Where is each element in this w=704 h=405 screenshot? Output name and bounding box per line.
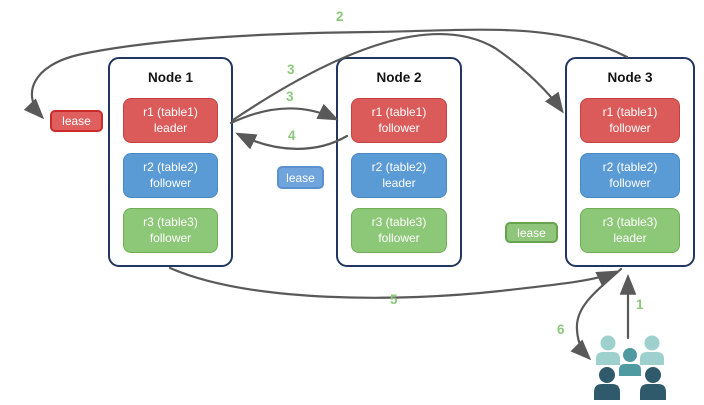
- replica-label: r3 (table3): [143, 214, 198, 229]
- replica-label: r1 (table1): [602, 104, 658, 119]
- step-label-6: 6: [557, 322, 565, 337]
- node-1-title: Node 1: [147, 70, 193, 85]
- step-label-4: 4: [288, 128, 296, 143]
- node-2-replica-r2: r2 (table2) leader: [351, 153, 447, 198]
- replica-label: r2 (table2): [143, 159, 198, 174]
- replica-role: follower: [378, 230, 420, 245]
- node-3-replica-r2: r2 (table2) follower: [580, 153, 680, 198]
- node-2-replica-r3: r3 (table3) follower: [351, 208, 447, 253]
- replica-label: r2 (table2): [371, 159, 427, 174]
- node-1-replica-r1: r1 (table1) leader: [123, 98, 218, 143]
- node-3-title: Node 3: [607, 70, 653, 85]
- replica-label: r1 (table1): [371, 104, 427, 119]
- node-3-replica-r1: r1 (table1) follower: [580, 98, 680, 143]
- replica-role: follower: [609, 120, 651, 135]
- step-label-5: 5: [390, 292, 398, 307]
- lease-badge-red: lease: [50, 110, 103, 132]
- node-3-replica-r3: r3 (table3) leader: [580, 208, 680, 253]
- step-label-2: 2: [336, 9, 344, 24]
- user-glyph: [594, 367, 620, 400]
- node-1-replica-r3: r3 (table3) follower: [123, 208, 218, 253]
- node-2-title: Node 2: [376, 70, 422, 85]
- node-2-replica-r1: r1 (table1) follower: [351, 98, 447, 143]
- step-label-1: 1: [636, 297, 644, 312]
- user-glyph: [640, 367, 666, 400]
- replica-role: leader: [613, 230, 647, 245]
- replica-label: r1 (table1): [143, 104, 198, 119]
- users-icon: [594, 335, 666, 400]
- user-glyph: [596, 335, 620, 365]
- replica-role: follower: [378, 120, 420, 135]
- user-glyph: [619, 348, 641, 376]
- replica-role: follower: [609, 175, 651, 190]
- lease-badge-green: lease: [505, 222, 558, 243]
- step-label-3b: 3: [286, 89, 294, 104]
- replica-role: follower: [149, 175, 192, 190]
- node-2: Node 2 r1 (table1) follower r2 (table2) …: [336, 57, 462, 267]
- arrow-3-to-node2-path: [229, 103, 339, 125]
- node-3: Node 3 r1 (table1) follower r2 (table2) …: [565, 57, 695, 267]
- replica-label: r2 (table2): [602, 159, 658, 174]
- user-glyph: [640, 335, 664, 365]
- node-1-replica-r2: r2 (table2) follower: [123, 153, 218, 198]
- replica-label: r3 (table3): [371, 214, 427, 229]
- replica-role: leader: [382, 175, 416, 190]
- lease-badge-blue: lease: [277, 166, 324, 189]
- replica-label: r3 (table3): [602, 214, 658, 229]
- node-1: Node 1 r1 (table1) leader r2 (table2) fo…: [108, 57, 233, 267]
- replica-role: follower: [149, 230, 192, 245]
- step-label-3a: 3: [287, 62, 295, 77]
- replica-role: leader: [153, 120, 188, 135]
